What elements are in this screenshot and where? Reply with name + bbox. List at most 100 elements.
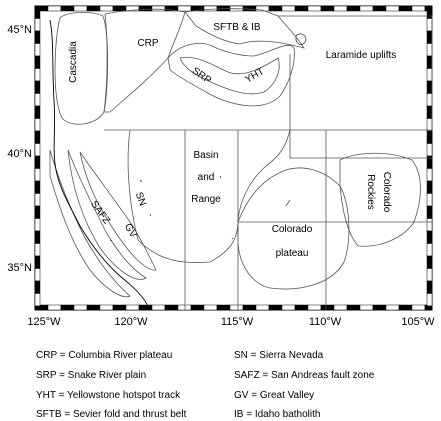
frame-border-scale bbox=[34, 5, 433, 311]
frame-scale-segment bbox=[426, 80, 433, 94]
frame-scale-segment bbox=[372, 5, 387, 12]
frame-scale-segment bbox=[34, 43, 41, 57]
frame-scale-segment bbox=[73, 5, 88, 12]
frame-scale-segment bbox=[86, 5, 101, 12]
colorado-plateau-outline bbox=[237, 167, 350, 290]
frame-scale-segment bbox=[372, 304, 387, 311]
frame-scale-segment bbox=[34, 68, 41, 82]
sftb-outline bbox=[184, 8, 305, 49]
label-rockies-2: Rockies bbox=[365, 174, 376, 210]
frame-scale-segment bbox=[426, 280, 433, 294]
label-plateau-2: plateau bbox=[276, 248, 309, 259]
frame-scale-segment bbox=[426, 143, 433, 157]
region-boundaries bbox=[49, 8, 433, 310]
lat-tick-40: 40°N bbox=[7, 148, 32, 160]
label-basin-1: Basin bbox=[193, 150, 218, 161]
frame-scale-segment bbox=[151, 304, 166, 311]
frame-scale-segment bbox=[281, 304, 296, 311]
frame-scale-segment bbox=[177, 304, 192, 311]
frame-scale-segment bbox=[34, 255, 41, 269]
frame-scale-segment bbox=[359, 304, 374, 311]
frame-scale-segment bbox=[426, 218, 433, 232]
frame-scale-segment bbox=[307, 304, 322, 311]
frame-scale-segment bbox=[294, 304, 309, 311]
frame-scale-segment bbox=[34, 18, 41, 32]
laramide-outline bbox=[278, 15, 433, 131]
frame-scale-segment bbox=[426, 168, 433, 182]
lat-tick-35: 35°N bbox=[7, 262, 32, 274]
lon-tick-110: 110°W bbox=[309, 316, 342, 328]
basin-range-outline bbox=[104, 129, 291, 263]
frame-scale-segment bbox=[34, 193, 41, 207]
frame-scale-segment bbox=[426, 30, 433, 44]
axis-labels: 45°N 40°N 35°N 125°W 120°W 115°W 110°W 1… bbox=[7, 24, 435, 328]
frame-scale-segment bbox=[34, 93, 41, 107]
label-crp: CRP bbox=[137, 38, 158, 49]
frame-scale-segment bbox=[60, 304, 75, 311]
label-basin-2: and bbox=[198, 172, 215, 183]
frame-scale-segment bbox=[333, 5, 348, 12]
frame-scale-segment bbox=[426, 193, 433, 207]
frame-scale-segment bbox=[281, 5, 296, 12]
frame-scale-segment bbox=[385, 5, 400, 12]
frame-scale-segment bbox=[359, 5, 374, 12]
yht-inner bbox=[179, 56, 280, 95]
frame-scale-segment bbox=[411, 5, 426, 12]
frame-scale-segment bbox=[294, 5, 309, 12]
frame-scale-segment bbox=[47, 304, 62, 311]
frame-scale-segment bbox=[151, 5, 166, 12]
frame-scale-segment bbox=[426, 180, 433, 194]
frame-scale-segment bbox=[34, 180, 41, 194]
frame-scale-segment bbox=[216, 304, 231, 311]
frame-scale-segment bbox=[426, 205, 433, 219]
label-plateau-1: Colorado bbox=[272, 224, 313, 235]
frame-scale-segment bbox=[34, 280, 41, 294]
label-sftb-ib: SFTB & IB bbox=[213, 22, 261, 33]
frame-scale-segment bbox=[34, 105, 41, 119]
frame-scale-segment bbox=[320, 5, 335, 12]
frame-scale-segment bbox=[426, 55, 433, 69]
frame-scale-segment bbox=[177, 5, 192, 12]
frame-scale-segment bbox=[112, 5, 127, 12]
frame-scale-segment bbox=[34, 5, 41, 19]
frame-scale-segment bbox=[346, 5, 361, 12]
frame-scale-segment bbox=[242, 304, 257, 311]
lon-tick-105: 105°W bbox=[401, 316, 435, 328]
srp-yht-outline bbox=[167, 42, 295, 107]
frame-scale-segment bbox=[164, 304, 179, 311]
frame-scale-segment bbox=[34, 218, 41, 232]
frame-scale-segment bbox=[426, 5, 433, 19]
frame-scale-segment bbox=[112, 304, 127, 311]
lon-tick-125: 125°W bbox=[27, 316, 61, 328]
crp-outline bbox=[103, 8, 186, 113]
frame-scale-segment bbox=[426, 293, 433, 307]
frame-scale-segment bbox=[34, 55, 41, 69]
label-sn: SN bbox=[133, 191, 148, 208]
frame-scale-segment bbox=[99, 5, 114, 12]
frame-scale-segment bbox=[426, 93, 433, 107]
lon-tick-120: 120°W bbox=[114, 316, 148, 328]
coastline bbox=[49, 19, 151, 311]
frame-scale-segment bbox=[86, 304, 101, 311]
frame-scale-segment bbox=[73, 304, 88, 311]
frame-scale-segment bbox=[426, 230, 433, 244]
frame-scale-segment bbox=[47, 5, 62, 12]
frame-scale-segment bbox=[268, 304, 283, 311]
label-rockies-1: Colorado bbox=[381, 172, 392, 213]
frame-scale-segment bbox=[34, 30, 41, 44]
frame-scale-segment bbox=[34, 168, 41, 182]
frame-scale-segment bbox=[125, 304, 140, 311]
frame-scale-segment bbox=[60, 5, 75, 12]
frame-scale-segment bbox=[426, 268, 433, 282]
frame-scale-segment bbox=[333, 304, 348, 311]
label-basin-3: Range bbox=[191, 194, 221, 205]
frame-scale-segment bbox=[34, 130, 41, 144]
frame-scale-segment bbox=[411, 304, 426, 311]
lat-tick-45: 45°N bbox=[7, 24, 32, 36]
label-cascadia: Cascadia bbox=[68, 41, 79, 83]
frame-scale-segment bbox=[34, 230, 41, 244]
frame-scale-segment bbox=[34, 118, 41, 132]
frame-scale-segment bbox=[426, 105, 433, 119]
frame-scale-segment bbox=[34, 205, 41, 219]
